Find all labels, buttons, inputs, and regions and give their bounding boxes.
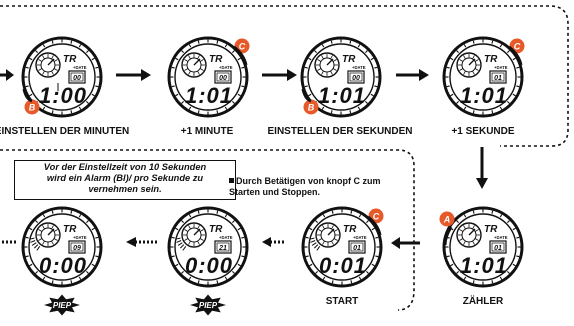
seconds-box: 21 [214, 240, 232, 254]
sub-dial-icon [35, 222, 61, 248]
seconds-box: 00 [68, 70, 86, 84]
sub-dial-icon [456, 52, 482, 78]
svg-text:00: 00 [352, 75, 360, 82]
svg-text:00: 00 [219, 75, 227, 82]
svg-text:C: C [373, 212, 380, 222]
svg-text:A: A [443, 215, 451, 225]
svg-text:TR: TR [209, 54, 223, 65]
button-b[interactable]: B [24, 99, 40, 115]
svg-text:TR: TR [63, 54, 77, 65]
label-set-minutes: EINSTELLEN DER MINUTEN [0, 126, 130, 137]
svg-text:+DATE: +DATE [219, 235, 233, 240]
svg-text:+DATE: +DATE [353, 235, 367, 240]
note-line-1: Vor der Einstellzeit von 10 Sekunden [43, 162, 207, 172]
seconds-box: 00 [347, 70, 365, 84]
svg-text:TR: TR [209, 224, 223, 235]
note-line-3: vernehmen sein. [88, 184, 162, 194]
svg-text:01: 01 [494, 245, 502, 252]
svg-text:PIEP: PIEP [199, 301, 218, 310]
arrow-right-1 [0, 69, 14, 81]
arrow-left-solid [391, 237, 420, 249]
seconds-box: 01 [348, 240, 366, 254]
seconds-box: 01 [489, 240, 507, 254]
svg-text:+DATE: +DATE [352, 65, 366, 70]
bullet-line-1: Durch Betätigen von knopf C zum [236, 176, 381, 186]
arrow-left-dotted-1 [262, 237, 284, 247]
svg-text:TR: TR [343, 224, 357, 235]
svg-text:+DATE: +DATE [73, 65, 87, 70]
seconds-box: 09 [68, 240, 86, 254]
watch-w4: TR+DATE 011:01 C [442, 36, 525, 118]
button-b[interactable]: B [303, 99, 319, 115]
svg-text:01: 01 [353, 245, 361, 252]
svg-text:C: C [514, 42, 521, 52]
svg-text:+DATE: +DATE [494, 235, 508, 240]
sub-dial-icon [315, 222, 341, 248]
svg-text:1:00: 1:00 [39, 83, 87, 108]
svg-text:09: 09 [73, 245, 81, 252]
svg-text:01: 01 [494, 75, 502, 82]
watch-w5: TR+DATE 011:01 A [439, 206, 524, 288]
label-set-seconds: EINSTELLEN DER SEKUNDEN [267, 126, 413, 137]
sub-dial-icon [181, 222, 207, 248]
bullet-line-2: Starten und Stoppen. [229, 186, 320, 197]
watch-w3: TR+DATE 001:01B [300, 36, 382, 118]
bullet-square-icon [229, 178, 234, 183]
beep-burst-icon: PIEP [190, 294, 226, 316]
svg-text:TR: TR [484, 224, 498, 235]
label-plus-one-second: +1 SEKUNDE [451, 126, 515, 137]
svg-text:B: B [308, 103, 315, 113]
label-start: START [325, 296, 359, 307]
svg-text:C: C [239, 42, 246, 52]
svg-text:1:01: 1:01 [460, 83, 508, 108]
sub-dial-icon [181, 52, 207, 78]
label-plus-one-minute: +1 MINUTE [180, 126, 234, 137]
svg-text:00: 00 [73, 75, 81, 82]
sub-dial-icon [35, 52, 61, 78]
svg-text:1:01: 1:01 [460, 253, 508, 278]
svg-text:0:00: 0:00 [185, 253, 233, 278]
dashed-route-middle [0, 149, 415, 311]
svg-text:0:00: 0:00 [39, 253, 87, 278]
svg-text:TR: TR [63, 224, 77, 235]
svg-text:TR: TR [484, 54, 498, 65]
arrow-right-3 [262, 69, 297, 81]
sub-dial-icon [456, 222, 482, 248]
svg-text:1:01: 1:01 [185, 83, 233, 108]
watch-w2: TR+DATE 001:01 C [167, 36, 250, 118]
beep-burst-icon: PIEP [44, 294, 80, 316]
svg-text:+DATE: +DATE [494, 65, 508, 70]
seconds-box: 00 [214, 70, 232, 84]
watch-w6: TR+DATE 010:01 C [301, 206, 384, 288]
note-line-2: wird ein Alarm (Bl)/ pro Sekunde zu [46, 173, 204, 183]
watch-w1: TR+DATE 001:00B [21, 36, 103, 118]
button-c-note: Durch Betätigen von knopf C zum Starten … [229, 176, 409, 197]
label-counter: ZÄHLER [462, 296, 504, 307]
svg-text:0:01: 0:01 [319, 253, 367, 278]
sub-dial-icon [314, 52, 340, 78]
svg-text:B: B [29, 103, 36, 113]
svg-text:PIEP: PIEP [53, 301, 72, 310]
alarm-note-box: Vor der Einstellzeit von 10 Sekunden wir… [14, 160, 236, 200]
arrow-right-2 [116, 69, 151, 81]
svg-text:1:01: 1:01 [318, 83, 366, 108]
arrow-right-4 [396, 69, 429, 81]
arrow-left-dotted-2 [126, 237, 157, 247]
button-a[interactable]: A [439, 211, 455, 227]
svg-text:21: 21 [218, 245, 227, 252]
seconds-box: 01 [489, 70, 507, 84]
svg-text:TR: TR [342, 54, 356, 65]
arrow-down [476, 147, 488, 189]
svg-text:+DATE: +DATE [73, 235, 87, 240]
svg-text:+DATE: +DATE [219, 65, 233, 70]
dashed-route-top [0, 5, 569, 147]
watches-layer: TR+DATE001:00BTR+DATE001:01CTR+DATE001:0… [21, 36, 525, 316]
